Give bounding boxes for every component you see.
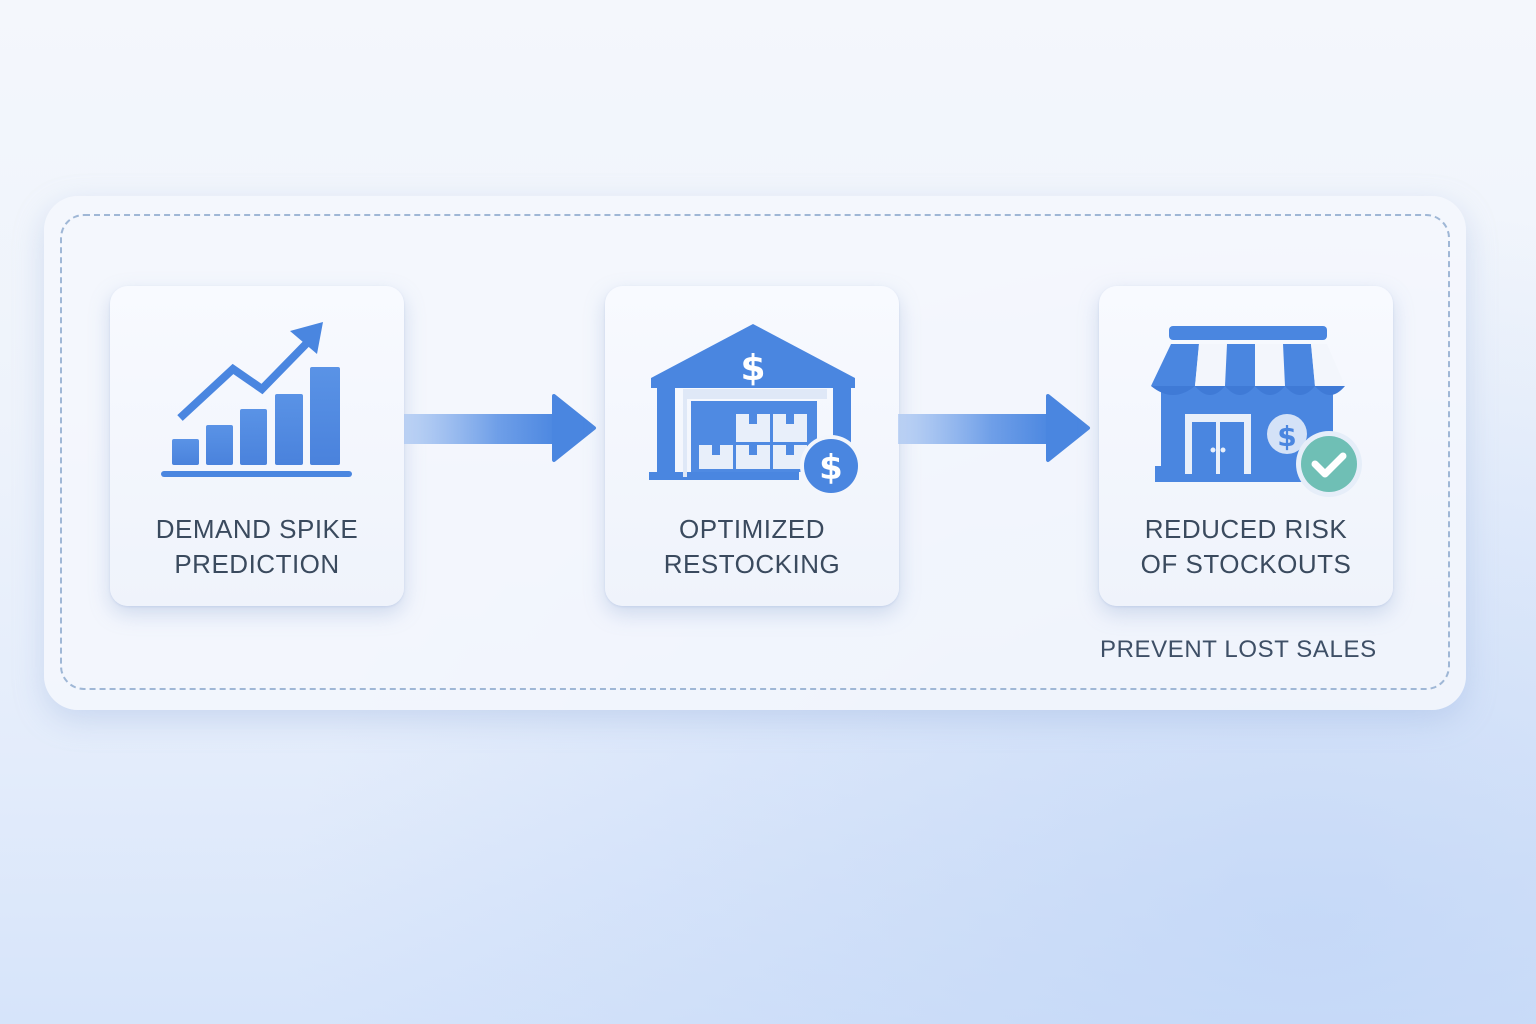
storefront-check-icon: $ (1151, 326, 1362, 497)
group-caption: PREVENT LOST SALES (1100, 636, 1377, 663)
step-label: REDUCED RISK OF STOCKOUTS (1140, 514, 1352, 579)
bar-chart-trend-up-icon (161, 322, 352, 477)
arrow-right-icon (404, 394, 596, 462)
dashed-group-border (60, 214, 1450, 690)
svg-text:$: $ (1277, 420, 1296, 453)
svg-text:$: $ (740, 348, 765, 389)
svg-text:$: $ (819, 448, 843, 488)
step-label: DEMAND SPIKE PREDICTION (155, 514, 359, 579)
step-card-demand-spike-prediction: DEMAND SPIKE PREDICTION (110, 286, 404, 606)
arrow-right-icon (898, 394, 1090, 462)
step-card-optimized-restocking: $ $ OPTIMIZED RESTOCKING (605, 286, 899, 606)
warehouse-dollar-icon: $ $ (649, 324, 862, 497)
step-label: OPTIMIZED RESTOCKING (663, 514, 841, 579)
step-card-reduced-risk-of-stockouts: $ REDUCED RISK OF STOCKOUTS (1099, 286, 1393, 606)
